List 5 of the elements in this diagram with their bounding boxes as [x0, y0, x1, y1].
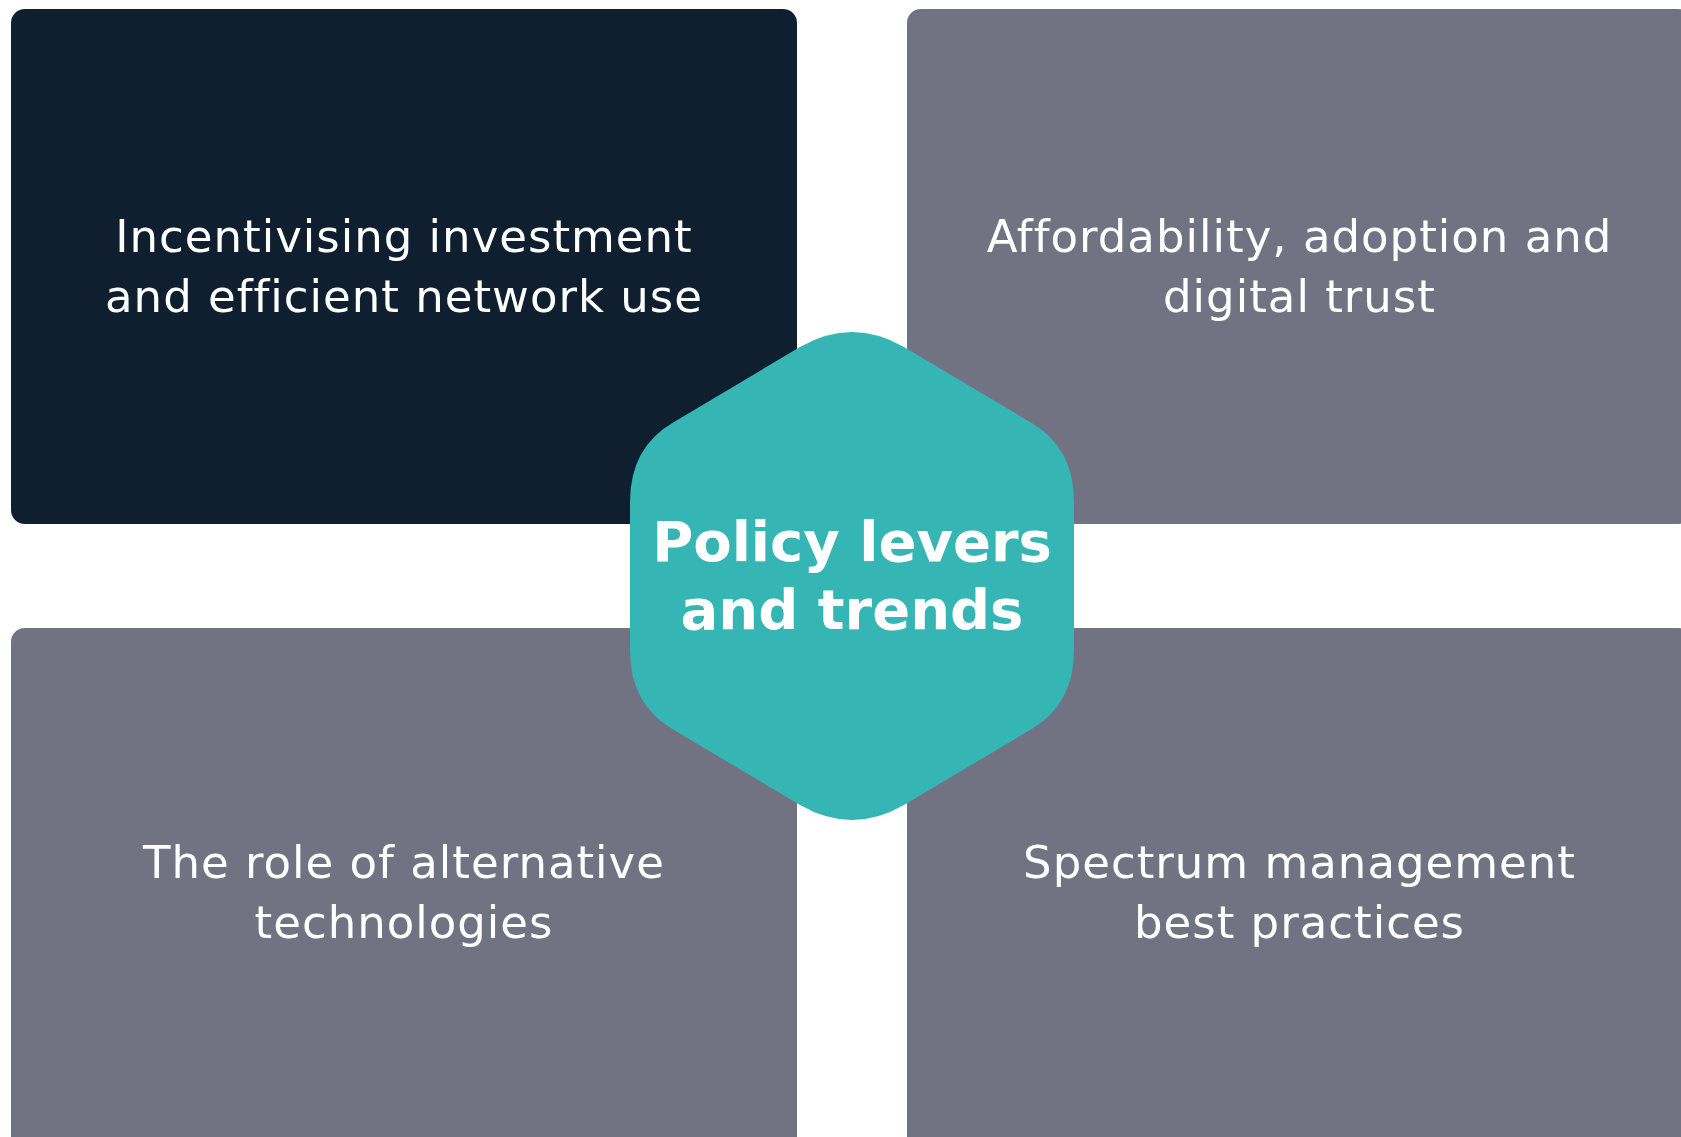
- card-title: The role of alternative technologies: [142, 835, 666, 951]
- card-title: Spectrum management best practices: [1022, 835, 1577, 951]
- card-title: Incentivising investment and efficient network use: [104, 208, 704, 325]
- hexagon-title: Policy levers and trends: [651, 508, 1053, 644]
- card-title: Affordability, adoption and digital trust: [985, 208, 1614, 325]
